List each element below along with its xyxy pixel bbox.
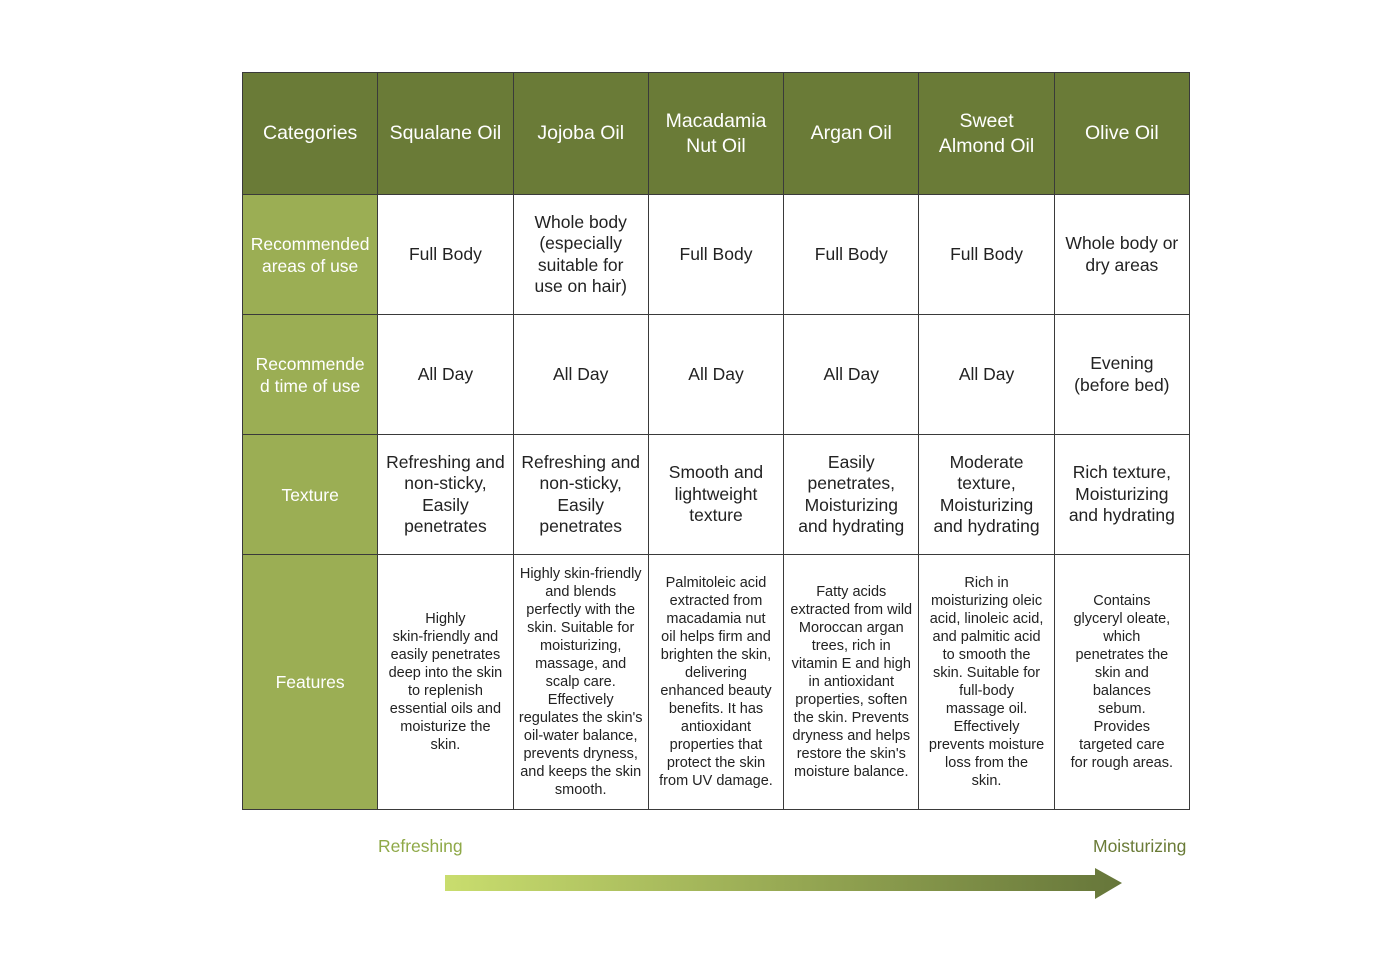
table-cell: Moderate texture, Moisturizing and hydra… [918, 434, 1055, 555]
oil-comparison-table: Categories Squalane Oil Jojoba Oil Macad… [241, 72, 1191, 810]
table-cell: Palmitoleic acid extracted from macadami… [647, 554, 785, 810]
header-cell: Squalane Oil [377, 72, 514, 195]
header-cell: Sweet Almond Oil [918, 72, 1055, 195]
row-label: Recommende d time of use [241, 314, 379, 435]
table-cell: Whole body or dry areas [1053, 194, 1191, 315]
table-cell: Highly skin-friendly and blends perfectl… [512, 554, 649, 810]
table-cell: Refreshing and non-sticky, Easily penetr… [512, 434, 649, 555]
gradient-arrow-icon [445, 868, 1122, 899]
table-row: Texture Refreshing and non-sticky, Easil… [241, 434, 1191, 555]
table-cell: All Day [512, 314, 649, 435]
header-cell: Macadamia Nut Oil [647, 72, 785, 195]
table-cell: Rich texture, Moisturizing and hydrating [1053, 434, 1191, 555]
table-cell: All Day [783, 314, 920, 435]
scale-label-right: Moisturizing [1093, 836, 1187, 856]
row-label: Features [241, 554, 379, 810]
table-cell: Full Body [783, 194, 920, 315]
table-cell: Easily penetrates, Moisturizing and hydr… [783, 434, 920, 555]
table-cell: Whole body (especially suitable for use … [512, 194, 649, 315]
table-cell: Rich in moisturizing oleic acid, linolei… [918, 554, 1055, 810]
header-cell: Jojoba Oil [512, 72, 649, 195]
scale-label-left: Refreshing [378, 836, 463, 856]
table-cell: Contains glyceryl oleate, which penetrat… [1053, 554, 1191, 810]
table-cell: All Day [377, 314, 514, 435]
row-label: Texture [241, 434, 379, 555]
table-cell: Full Body [918, 194, 1055, 315]
table-row: Recommended areas of use Full Body Whole… [241, 194, 1191, 315]
table-cell: Fatty acids extracted from wild Moroccan… [783, 554, 920, 810]
table-cell: Full Body [647, 194, 785, 315]
table-cell: All Day [918, 314, 1055, 435]
table-cell: Full Body [377, 194, 514, 315]
row-label: Recommended areas of use [241, 194, 379, 315]
table-cell: Highly skin-friendly and easily penetrat… [377, 554, 514, 810]
header-row: Categories Squalane Oil Jojoba Oil Macad… [241, 72, 1191, 195]
header-cell: Categories [241, 72, 379, 195]
table-cell: Smooth and lightweight texture [647, 434, 785, 555]
header-cell: Argan Oil [783, 72, 920, 195]
table-cell: All Day [647, 314, 785, 435]
header-cell: Olive Oil [1053, 72, 1191, 195]
table-row: Recommende d time of use All Day All Day… [241, 314, 1191, 435]
table-cell: Evening (before bed) [1053, 314, 1191, 435]
table-row: Features Highly skin-friendly and easily… [241, 554, 1191, 810]
table-cell: Refreshing and non-sticky, Easily penetr… [377, 434, 514, 555]
